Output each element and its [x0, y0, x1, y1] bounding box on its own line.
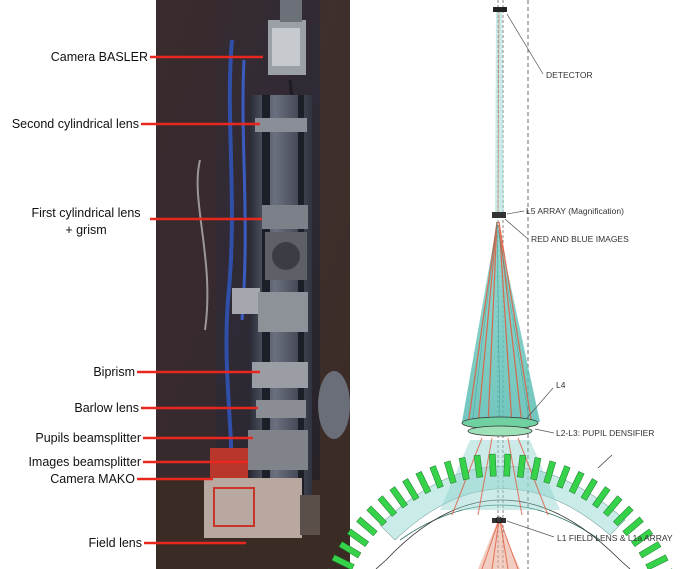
lenslet: [645, 554, 669, 569]
lenslet: [503, 453, 511, 477]
leader-l1: [506, 520, 555, 538]
label-red-blue-images: RED AND BLUE IMAGES: [531, 234, 629, 244]
lenslet: [356, 516, 378, 537]
annotation-first-cylindrical-lens: First cylindrical lens + grism: [31, 206, 262, 237]
lenslet: [568, 471, 585, 495]
label-detector: DETECTOR: [546, 70, 593, 80]
light-cone-l5-l4: [462, 222, 540, 422]
label-l1: L1 FIELD LENS & L1a ARRAY: [557, 533, 673, 543]
lenslet: [602, 495, 623, 517]
label-first-cylindrical-lens-grism: + grism: [65, 223, 106, 237]
lenslet: [377, 495, 398, 517]
label-pupils-beamsplitter: Pupils beamsplitter: [35, 431, 141, 445]
label-camera-basler: Camera BASLER: [51, 50, 148, 64]
lenslet: [389, 486, 408, 509]
annotation-camera-mako: Camera MAKO: [50, 472, 213, 486]
lenslet: [366, 505, 387, 527]
leader-l4: [526, 387, 554, 419]
leader-detector: [506, 13, 544, 75]
lenslet: [613, 505, 634, 527]
label-second-cylindrical-lens: Second cylindrical lens: [12, 117, 139, 131]
label-field-lens: Field lens: [89, 536, 143, 550]
lenslet: [580, 478, 598, 501]
detector-element: [493, 7, 507, 12]
optical-diagram: [325, 0, 675, 569]
lenslet: [402, 478, 420, 501]
lenslet: [473, 454, 484, 478]
diagram-annotations: DETECTOR L5 ARRAY (Magnification) RED AN…: [504, 13, 673, 543]
lenslet: [338, 541, 362, 559]
label-l4: L4: [556, 380, 566, 390]
lenslet: [630, 528, 654, 548]
lenslet: [443, 460, 457, 484]
lenslet: [592, 486, 611, 509]
label-camera-mako: Camera MAKO: [50, 472, 135, 486]
l1-cone: [478, 520, 520, 569]
lenslet: [556, 465, 571, 489]
detector-beam: [495, 12, 504, 212]
lenslet: [516, 454, 527, 478]
label-biprism: Biprism: [93, 365, 135, 379]
lenslet: [530, 457, 542, 481]
label-images-beamsplitter: Images beamsplitter: [28, 455, 141, 469]
lenslet-array: [325, 453, 675, 569]
photo-annotations: Camera BASLER Second cylindrical lens Fi…: [12, 50, 263, 550]
l5-array-element: [492, 212, 506, 218]
annotation-field-lens: Field lens: [89, 536, 246, 550]
lenslet: [346, 528, 370, 548]
red-rays: [467, 221, 533, 426]
lenslet: [489, 453, 497, 477]
annotation-second-cylindrical-lens: Second cylindrical lens: [12, 117, 260, 131]
annotation-pupils-beamsplitter: Pupils beamsplitter: [35, 431, 253, 445]
instrument-photo: [156, 0, 350, 569]
lenslet: [331, 554, 355, 569]
lenslet: [429, 465, 444, 489]
lenslet: [638, 541, 662, 559]
lenslet: [622, 516, 644, 537]
label-l2-l3: L2-L3: PUPIL DENSIFIER: [556, 428, 654, 438]
annotation-images-beamsplitter: Images beamsplitter: [28, 455, 248, 469]
leader-l2-l3: [534, 428, 555, 434]
l1-field-lens-element: [492, 518, 506, 523]
annotation-camera-basler: Camera BASLER: [51, 50, 263, 64]
leader-red-blue-images: [504, 218, 529, 240]
leader-l5-array: [506, 210, 525, 215]
lenslet: [458, 457, 470, 481]
lenslet: [415, 471, 432, 495]
lenslet: [543, 460, 557, 484]
label-l5-array: L5 ARRAY (Magnification): [526, 206, 624, 216]
annotation-barlow-lens: Barlow lens: [74, 401, 258, 415]
annotation-biprism: Biprism: [93, 365, 260, 379]
label-first-cylindrical-lens: First cylindrical lens: [31, 206, 140, 220]
l4-lens-second: [467, 425, 533, 437]
label-barlow-lens: Barlow lens: [74, 401, 139, 415]
